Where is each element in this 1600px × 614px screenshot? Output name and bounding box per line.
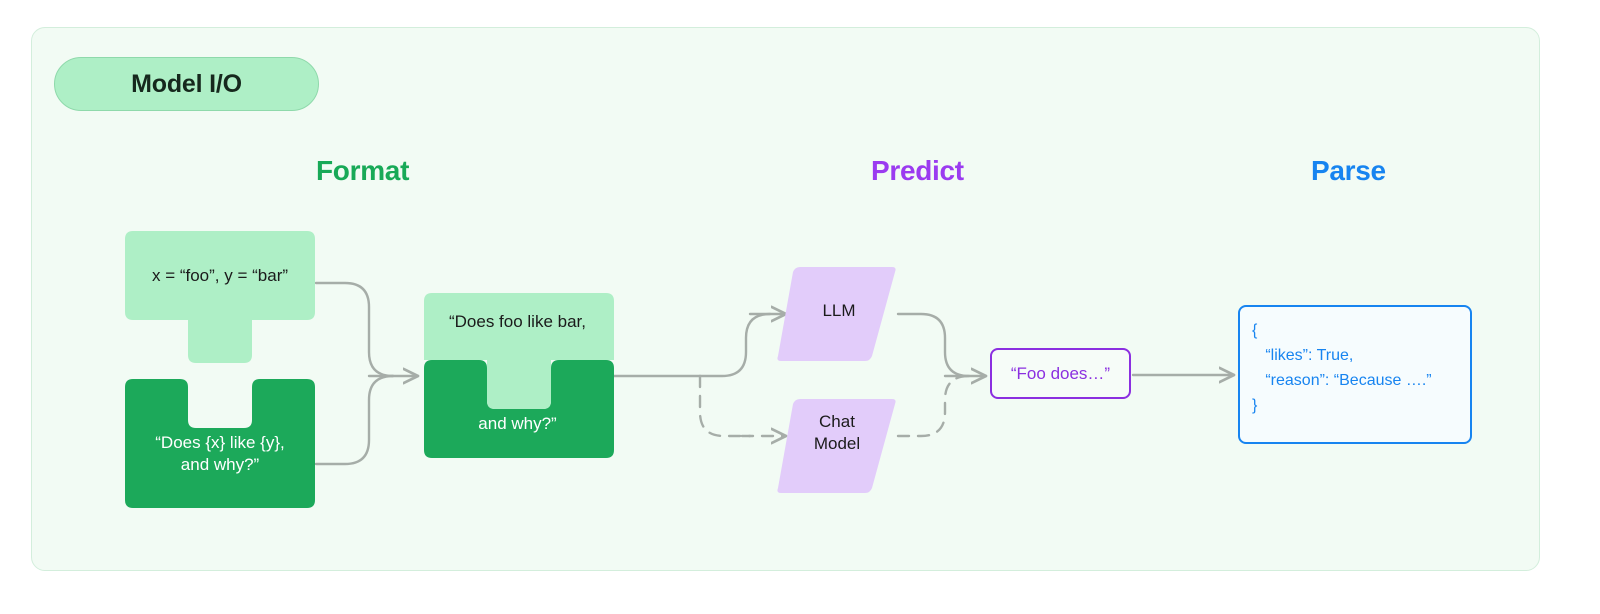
parse-output-box: { “likes”: True, “reason”: “Because ….” … xyxy=(1238,305,1472,444)
section-badge-label: Model I/O xyxy=(131,69,242,98)
column-heading-parse: Parse xyxy=(1311,155,1386,186)
column-heading-predict: Predict xyxy=(871,155,964,186)
completion-box: “Foo does…” xyxy=(990,348,1131,399)
parse-output-text: { “likes”: True, “reason”: “Because ….” … xyxy=(1252,322,1432,414)
column-heading-format: Format xyxy=(316,155,410,186)
section-badge: Model I/O xyxy=(54,57,319,111)
completion-text: “Foo does…” xyxy=(1010,363,1111,383)
